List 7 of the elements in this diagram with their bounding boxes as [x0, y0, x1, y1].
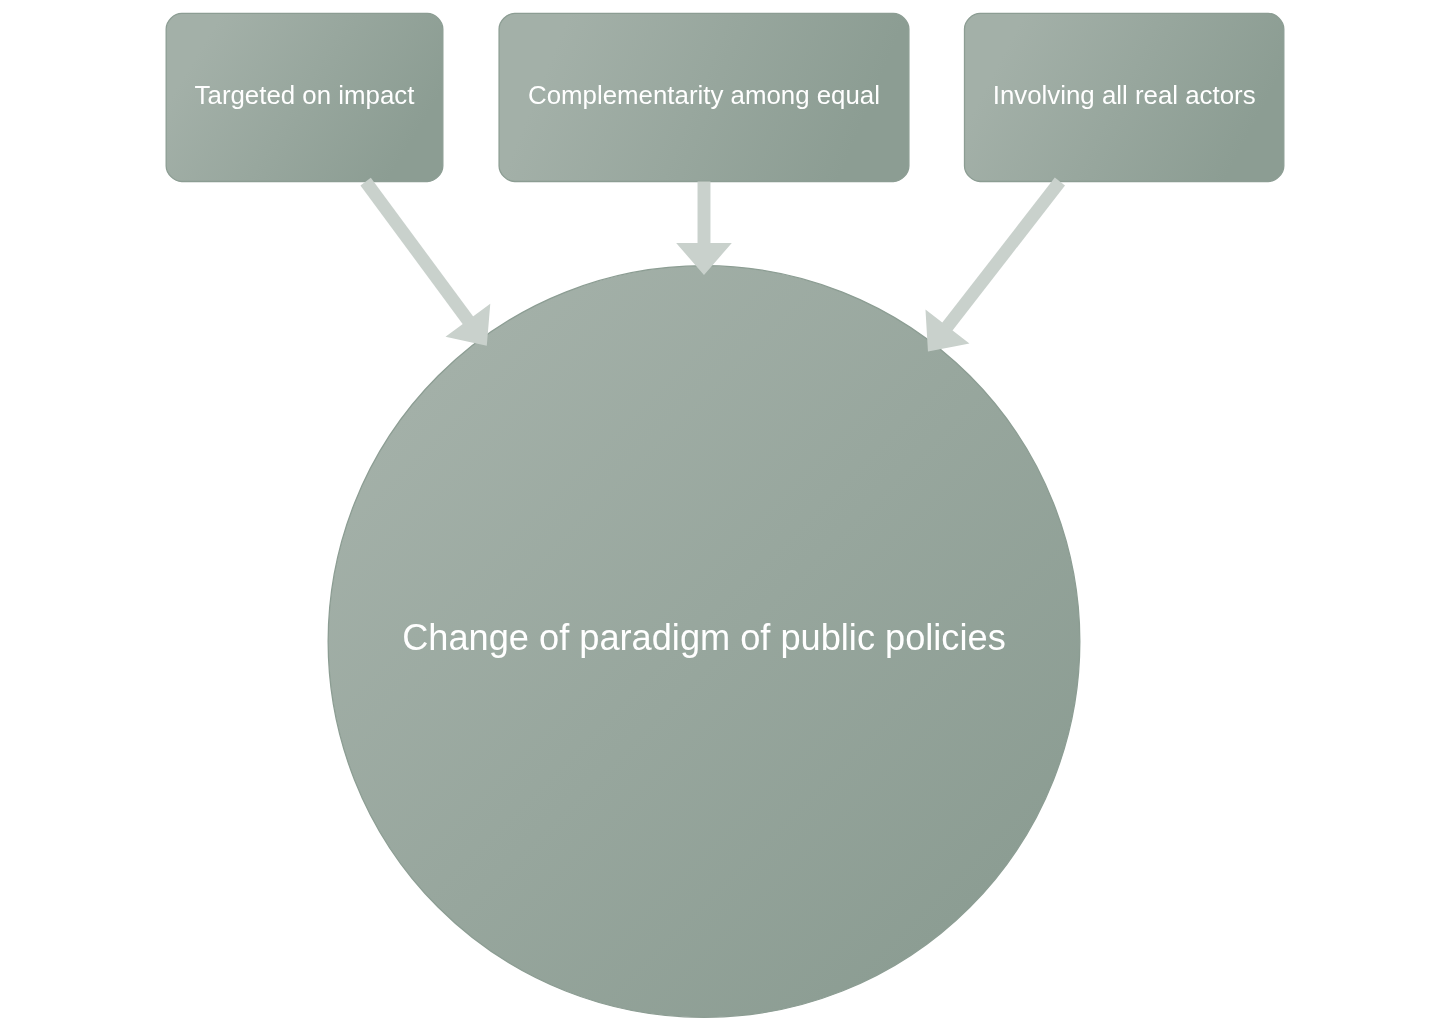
- arrow: [675, 181, 732, 275]
- node-box: Complementarity among equal: [497, 12, 910, 183]
- arrow: [924, 177, 1065, 352]
- arrow: [359, 177, 490, 346]
- node-circle: Change of paradigm of public policies: [327, 265, 1080, 1019]
- node-box: Targeted on impact: [165, 12, 443, 183]
- node-box: Involving all real actors: [963, 12, 1284, 183]
